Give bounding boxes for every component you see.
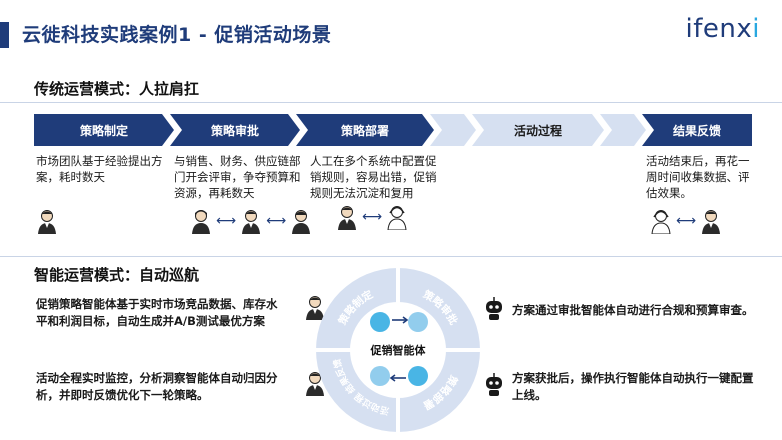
stage-plan: 策略制定 — [34, 114, 174, 146]
stage-label: 结果反馈 — [672, 123, 721, 138]
double-arrow-icon: ⟷ — [362, 209, 383, 225]
people-group-feedback: ⟷ — [650, 208, 722, 234]
desc-plan: 市场团队基于经验提出方案，耗时数天 — [36, 154, 163, 184]
smart-text-top-left: 促销策略智能体基于实时市场竞品数据、库存水平和利润目标，自动生成并A/B测试最优… — [36, 297, 278, 328]
stage-activity: 活动过程 — [472, 114, 604, 146]
agent-head-icon — [370, 312, 428, 386]
people-group-approve: ⟷ ⟷ — [190, 208, 312, 234]
person-icon — [192, 210, 210, 234]
stage-approve: 策略审批 — [170, 114, 300, 146]
person-icon — [702, 210, 721, 234]
person-icon — [651, 210, 671, 234]
process-arrow-row: 策略制定 策略审批 策略部署 活动过程 结果反馈 — [34, 114, 752, 146]
person-icon — [306, 372, 324, 396]
double-arrow-icon: ⟷ — [216, 213, 237, 229]
person-icon — [292, 210, 311, 234]
desc-approve: 与销售、财务、供应链部门开会评审，争夺预算和资源，再耗数天 — [174, 154, 301, 200]
section-divider — [0, 102, 782, 103]
stage-label: 策略审批 — [210, 123, 259, 138]
smart-text-top-right: 方案通过审批智能体自动进行合规和预算审查。 — [512, 303, 754, 317]
logo-main: ifenx — [685, 14, 753, 44]
people-group-plan — [36, 208, 58, 234]
traditional-section-title: 传统运营模式：人拉肩扛 — [34, 80, 200, 98]
person-icon — [242, 210, 261, 234]
smart-text-bottom-right: 方案获批后，操作执行智能体自动执行一键配置上线。 — [512, 371, 754, 402]
person-icon — [306, 296, 324, 320]
smart-section-title: 智能运营模式：自动巡航 — [34, 266, 200, 284]
people-group-deploy: ⟷ — [336, 204, 408, 230]
stage-label: 策略部署 — [340, 123, 389, 138]
page-title: 云徙科技实践案例1 - 促销活动场景 — [22, 24, 332, 46]
title-accent-bar — [0, 22, 9, 48]
desc-feedback: 活动结束后，再花一周时间收集数据、评估效果。 — [646, 154, 750, 200]
brand-logo: ifenxi — [686, 14, 760, 44]
desc-deploy: 人工在多个系统中配置促销规则，容易出错，促销规则无法沉淀和复用 — [310, 154, 437, 200]
cycle-separators — [314, 266, 482, 434]
double-arrow-icon: ⟷ — [676, 213, 697, 229]
stage-label: 活动过程 — [513, 123, 562, 138]
robot-icon — [486, 297, 502, 320]
person-icon — [387, 206, 407, 230]
person-icon — [38, 210, 56, 234]
section-divider — [0, 256, 782, 257]
person-icon — [338, 206, 356, 230]
stage-feedback: 结果反馈 — [642, 114, 752, 146]
stage-gap-1 — [430, 114, 476, 146]
double-arrow-icon: ⟷ — [266, 213, 287, 229]
agent-cycle-diagram: 策略制定 策略审批 策略部署 活动过程 结果反馈 促销智能体 — [314, 266, 482, 434]
cycle-center-label: 促销智能体 — [370, 343, 427, 357]
robot-icon — [486, 373, 502, 396]
smart-text-bottom-left: 活动全程实时监控，分析洞察智能体自动归因分析，并即时反馈优化下一轮策略。 — [36, 371, 278, 402]
stage-deploy: 策略部署 — [296, 114, 434, 146]
stage-gap-2 — [600, 114, 646, 146]
logo-dot: i — [752, 14, 760, 44]
cycle-inner-arrows — [389, 316, 409, 382]
stage-label: 策略制定 — [79, 123, 128, 138]
